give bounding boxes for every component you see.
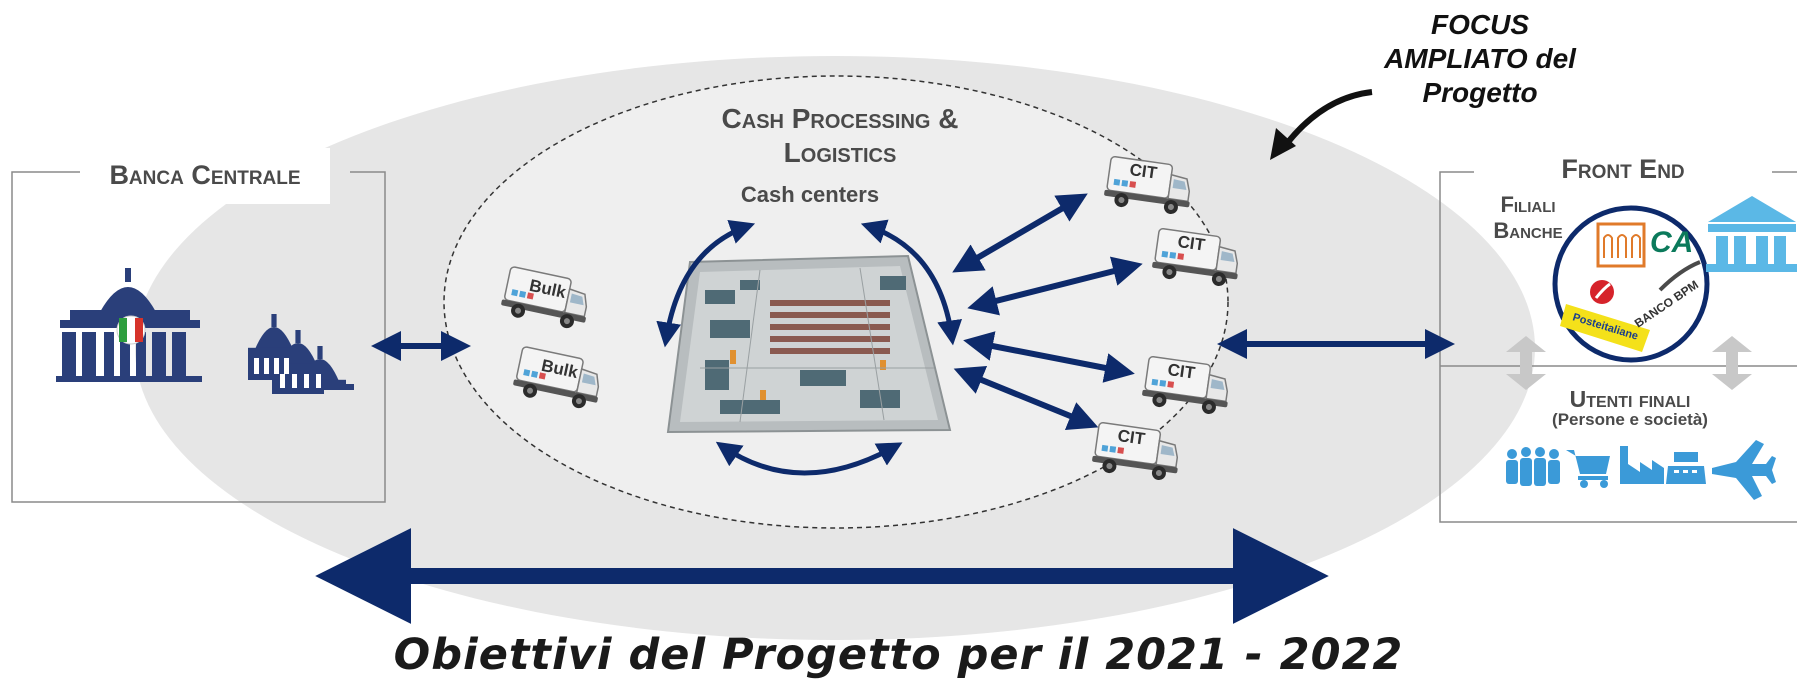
banca-centrale-box <box>11 171 386 503</box>
curved-arrow-top-right <box>860 219 963 346</box>
filiali-banche-label: Filiali Banche <box>1468 192 1588 244</box>
cash-center-warehouse-image <box>666 254 952 434</box>
focus-line-3: Progetto <box>1422 77 1538 108</box>
svg-text:CIT: CIT <box>1116 426 1146 449</box>
gray-arrow-left <box>1506 336 1546 390</box>
front-end-title: Front End <box>1474 154 1772 185</box>
project-objectives-title: Obiettivi del Progetto per il 2021 - 202… <box>393 630 1404 680</box>
utenti-finali-subtitle: (Persone e società) <box>1552 410 1708 429</box>
banca-centrale-title-bg <box>80 148 330 204</box>
arrow-cit-1 <box>952 193 1088 273</box>
cit-truck-3: CIT <box>1139 355 1234 418</box>
focus-line-1: FOCUS <box>1431 9 1529 40</box>
airplane-icon <box>1712 440 1776 500</box>
cash-centers-label: Cash centers <box>740 182 880 207</box>
filiali-line-2: Banche <box>1493 218 1563 243</box>
focus-ampliato-label: FOCUS AMPLIATO del Progetto <box>1345 8 1615 110</box>
svg-text:CIT: CIT <box>1176 232 1206 255</box>
curved-arrow-top-left <box>656 220 756 348</box>
cash-processing-line-1: Cash Processing & <box>721 103 959 134</box>
arrow-cit-4 <box>953 366 1099 430</box>
bank-branches-buildings-icon <box>248 314 354 394</box>
svg-text:CA: CA <box>1650 226 1693 259</box>
cit-truck-4: CIT <box>1089 421 1184 484</box>
central-bank-building-icon <box>56 268 202 382</box>
focus-pointer-arrowhead <box>1270 128 1296 160</box>
factory-icon <box>1620 446 1664 484</box>
bulk-truck-2: Bulk <box>510 345 607 413</box>
cash-processing-line-2: Logistics <box>783 137 897 168</box>
cit-truck-2: CIT <box>1149 227 1244 290</box>
arrow-cit-3 <box>963 331 1135 383</box>
shopping-cart-icon <box>1566 450 1610 488</box>
cit-truck-1: CIT <box>1101 155 1196 218</box>
cash-processing-title: Cash Processing & Logistics <box>640 102 1040 170</box>
utenti-finali-title: Utenti finali <box>1569 386 1691 412</box>
people-icon <box>1506 447 1560 486</box>
bank-branch-icon <box>1706 196 1797 272</box>
focus-line-2: AMPLIATO del <box>1384 43 1576 74</box>
banca-centrale-title: Banca Centrale <box>109 160 301 190</box>
svg-text:CIT: CIT <box>1166 360 1196 383</box>
bulk-truck-1: Bulk <box>498 265 595 333</box>
filiali-line-1: Filiali <box>1500 192 1556 217</box>
curved-arrow-bottom <box>715 441 903 476</box>
gray-arrow-right <box>1712 336 1752 390</box>
cash-register-icon <box>1666 452 1706 484</box>
arrow-cit-2 <box>967 256 1143 316</box>
svg-text:CIT: CIT <box>1128 160 1158 183</box>
focus-pointer-arrow <box>1279 89 1373 152</box>
bank-logos-circle: CA Posteitaliane BANCO BPM <box>1552 205 1710 363</box>
